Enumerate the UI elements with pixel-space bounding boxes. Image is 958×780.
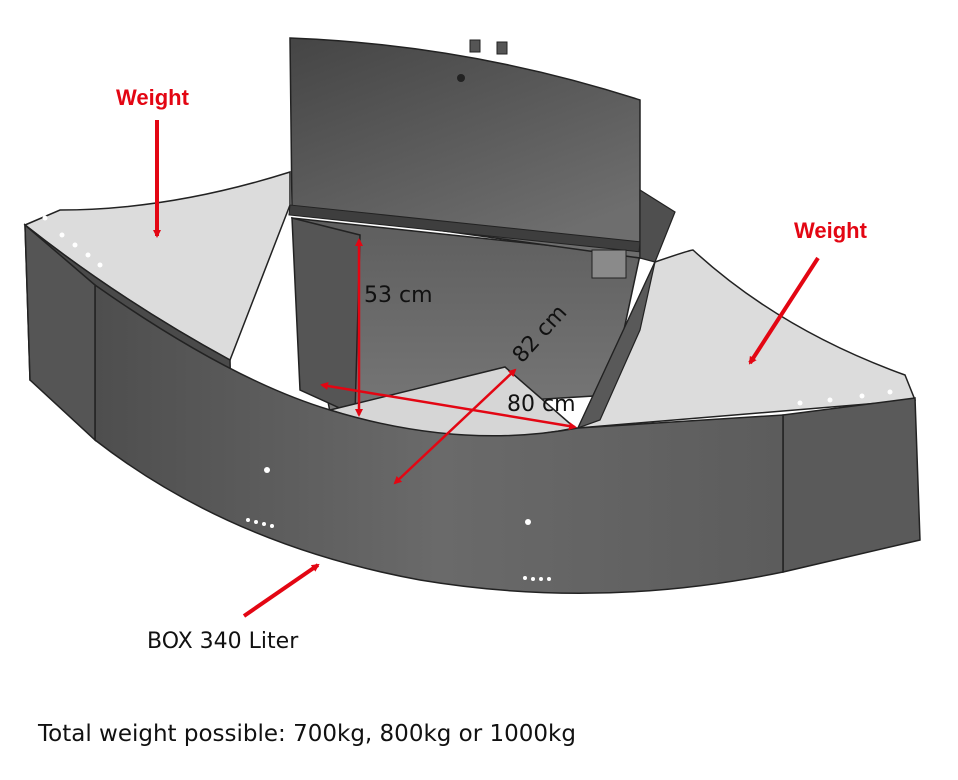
weight-label-right: Weight xyxy=(794,218,867,243)
box-caption: BOX 340 Liter xyxy=(147,629,299,654)
bolt-holes-right xyxy=(797,389,893,406)
weight-label-left: Weight xyxy=(116,85,189,110)
weight-right-arrow xyxy=(748,256,820,365)
pointer-arrows xyxy=(153,120,820,618)
hinge-plate xyxy=(591,249,627,279)
dim-height-label: 53 cm xyxy=(364,283,433,308)
box-body xyxy=(23,170,921,594)
total-weight-note: Total weight possible: 700kg, 800kg or 1… xyxy=(38,721,576,747)
open-lid xyxy=(288,37,676,279)
right-outer-side xyxy=(782,397,921,573)
bolt-holes-left xyxy=(42,215,103,268)
front-vent-holes xyxy=(246,467,551,581)
right-top-surface xyxy=(576,249,917,429)
right-divider-wall xyxy=(576,261,656,430)
dim-width-label: 80 cm xyxy=(507,392,576,417)
lid-panel xyxy=(289,37,641,259)
left-end-panel xyxy=(24,223,96,442)
dimension-arrows xyxy=(320,238,577,485)
box-caption-arrow xyxy=(242,563,320,618)
right-back-wall xyxy=(639,188,676,263)
depth-dimension-arrow xyxy=(393,368,517,485)
